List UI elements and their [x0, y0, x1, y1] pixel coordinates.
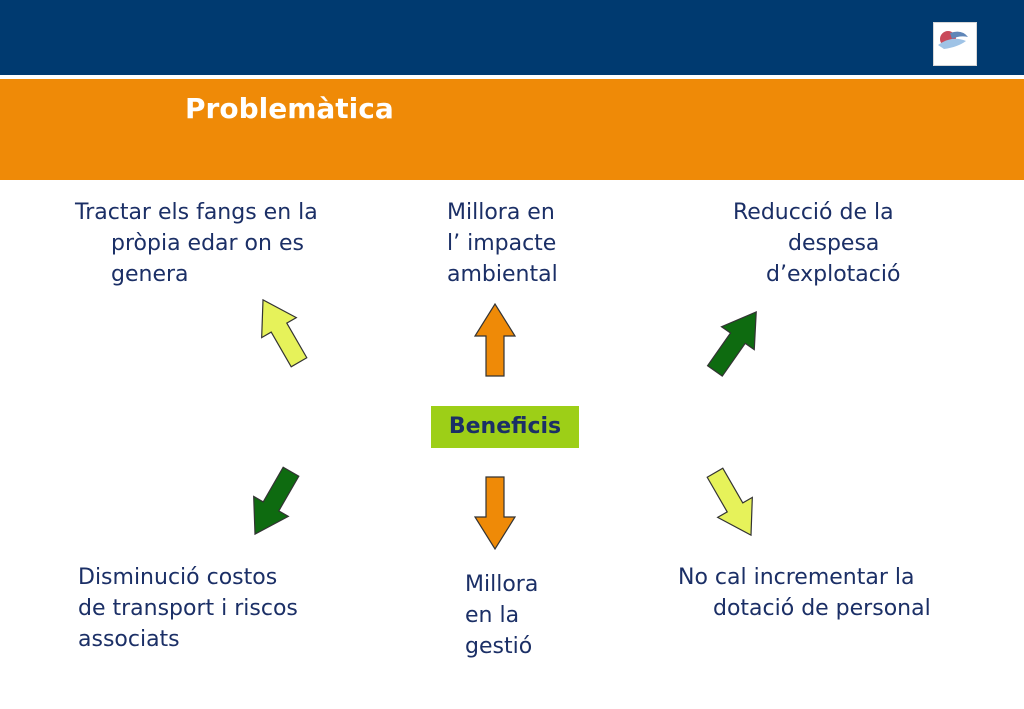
- node-top-center: Millora en l’ impacte ambiental: [447, 197, 558, 290]
- arrow-down-right-shape: [706, 467, 753, 537]
- arrow-down-left-shape: [253, 466, 300, 536]
- node-bottom-left: Disminució costos de transport i riscos …: [78, 562, 298, 655]
- header-divider: [0, 75, 1024, 79]
- arrow-down-left: [253, 466, 300, 536]
- node-bottom-left-line: Disminució costos: [78, 565, 278, 590]
- node-bottom-center-line: Millora: [465, 572, 539, 597]
- node-top-right-line: Reducció de la: [733, 200, 894, 225]
- node-bottom-right: No cal incrementar la dotació de persona…: [678, 562, 931, 624]
- node-bottom-center-line: gestió: [465, 634, 533, 659]
- node-top-left-line: genera: [111, 262, 189, 287]
- logo-icon: [938, 31, 968, 49]
- logo-icon-swoosh: [950, 31, 968, 39]
- node-top-right: Reducció de la despesa d’explotació: [733, 197, 900, 290]
- node-bottom-right-line: No cal incrementar la: [678, 565, 915, 590]
- node-top-left-line: Tractar els fangs en la: [75, 200, 318, 225]
- node-top-center-line: l’ impacte: [447, 231, 557, 256]
- node-top-left-line: pròpia edar on es: [111, 231, 304, 256]
- node-bottom-center-line: en la: [465, 603, 520, 628]
- node-top-center-line: Millora en: [447, 200, 555, 225]
- arrow-down-center: [473, 476, 517, 551]
- node-bottom-center: Millora en la gestió: [465, 569, 538, 662]
- node-top-left: Tractar els fangs en la pròpia edar on e…: [75, 197, 318, 290]
- node-top-center-line: ambiental: [447, 262, 558, 287]
- node-bottom-left-line: de transport i riscos: [78, 596, 298, 621]
- arrow-up-left-shape: [261, 298, 308, 368]
- arrow-up-left: [261, 298, 308, 368]
- arrow-up-center-shape: [473, 302, 517, 377]
- node-top-right-line: d’explotació: [766, 262, 901, 287]
- arrow-down-right: [706, 467, 753, 537]
- page-title: Problemàtica: [185, 92, 394, 125]
- arrow-up-center: [473, 302, 517, 377]
- company-logo: [933, 22, 977, 66]
- node-top-right-line: despesa: [788, 231, 880, 256]
- title-band: [0, 79, 1024, 180]
- logo-icon-wave: [938, 38, 966, 49]
- benefits-center-box: Beneficis: [431, 406, 579, 448]
- header-bar: [0, 0, 1024, 75]
- arrow-up-right-shape: [706, 311, 757, 377]
- arrow-down-center-shape: [473, 476, 517, 551]
- node-bottom-right-line: dotació de personal: [713, 596, 931, 621]
- arrow-up-right: [706, 311, 757, 377]
- node-bottom-left-line: associats: [78, 627, 180, 652]
